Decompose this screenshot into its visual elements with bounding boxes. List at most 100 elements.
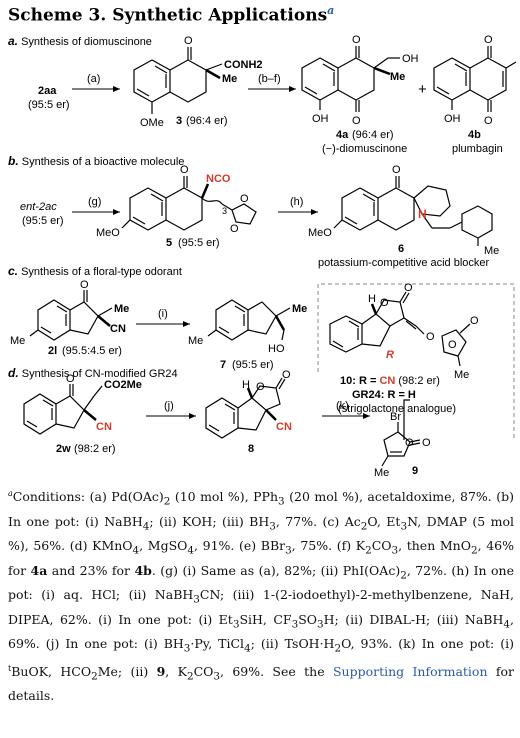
- section-d-heading: d. Synthesis of CN-modified GR24: [8, 366, 178, 380]
- scheme-title: Scheme 3. Synthetic Applicationsa: [8, 4, 334, 26]
- oxygen-atom: O: [240, 193, 249, 205]
- section-letter: b.: [8, 154, 19, 168]
- footnote-text: , 91%. (e) BBr: [194, 538, 286, 554]
- section-d-text: Synthesis of CN-modified GR24: [21, 368, 178, 380]
- methyl-group: Me: [188, 335, 203, 347]
- step-b-f-label: (b–f): [258, 73, 281, 85]
- compound-10-er: (98:2 er): [395, 375, 440, 387]
- nitrile-group: CN: [379, 375, 395, 387]
- step-a-label: (a): [87, 73, 100, 85]
- methyl-group: Me: [374, 467, 389, 479]
- compound-2w-structure: [23, 384, 103, 435]
- footnote-text: , 69%. (j) In one pot: (i) BH: [8, 611, 514, 652]
- footnote-text: ·Py, TiCl: [190, 636, 245, 652]
- compound-4b-name: plumbagin: [452, 143, 503, 155]
- oxygen-atom: O: [484, 34, 493, 46]
- compound-2w-er: (98:2 er): [74, 443, 116, 455]
- phenol-group: OH: [444, 113, 461, 125]
- methoxy-group: MeO: [308, 227, 332, 239]
- methoxy-group: MeO: [96, 227, 120, 239]
- nitrile-group: CN: [96, 421, 112, 433]
- footnote-text: ; (ii) TsOH·H: [250, 636, 335, 652]
- gr24-caption: GR24: R = H: [352, 389, 416, 401]
- footnote-text: SO: [298, 611, 318, 627]
- oxygen-atom: O: [352, 34, 361, 46]
- footnote-text: O, 93%. (k) In one pot: (i): [341, 636, 514, 652]
- compound-9-label: 9: [412, 465, 418, 477]
- footnote-text: for details.: [8, 663, 514, 704]
- hydrogen-atom: H: [368, 293, 376, 305]
- footnote-text: t: [8, 663, 12, 673]
- compound-2aa-label: 2aa: [38, 85, 57, 97]
- compound-2l-label: 2l: [48, 345, 57, 357]
- methoxy-group: OMe: [140, 117, 164, 129]
- nitrile-group: CN: [110, 323, 126, 335]
- gr24-structure: [329, 291, 471, 367]
- oxygen-atom: O: [448, 339, 457, 351]
- compound-ref: 4a: [30, 562, 48, 578]
- bromine-atom: Br: [390, 411, 401, 423]
- section-b-text: Synthesis of a bioactive molecule: [21, 156, 185, 168]
- footnote-text: BuOK, HCO: [11, 663, 92, 679]
- footnote-text: ; (ii) KOH; (iii) BH: [149, 513, 270, 529]
- footnote-text: Conditions: (a) Pd(OAc): [12, 489, 164, 505]
- oxygen-atom: O: [392, 164, 401, 176]
- methyl-group: Me: [390, 71, 405, 83]
- gr24-description: (strigolactone analogue): [338, 403, 456, 415]
- footnote-text: , 46% for: [8, 538, 514, 578]
- compound-5-er: (95:5 er): [178, 237, 220, 249]
- footnote-text: , 77%. (c) Ac: [275, 513, 361, 529]
- compound-10-caption: 10: R = CN (98:2 er): [340, 375, 440, 387]
- section-c-text: Synthesis of a floral-type odorant: [21, 266, 182, 278]
- footnote-marker: a: [327, 4, 335, 17]
- compound-7-er: (95:5 er): [232, 359, 274, 371]
- methyl-group: Me: [484, 245, 499, 257]
- compound-ref: 4b: [134, 562, 152, 578]
- compound-ent-2ac-label: ent-2ac: [20, 201, 57, 213]
- step-k-label: (k): [336, 400, 349, 412]
- section-letter: d.: [8, 366, 19, 380]
- oxygen-atom: O: [422, 437, 431, 449]
- isocyanate-group: NCO: [206, 173, 231, 185]
- footnote-text: Me; (ii): [97, 663, 157, 679]
- compound-ent-2ac-er: (95:5 er): [22, 215, 64, 227]
- oxygen-atom: O: [66, 373, 75, 385]
- footnote-text: , K: [165, 663, 187, 679]
- oxygen-atom: O: [180, 164, 189, 176]
- compound-4a-structure: [301, 46, 400, 112]
- compound-8-structure: [205, 377, 286, 439]
- section-c-heading: c. Synthesis of a floral-type odorant: [8, 264, 182, 278]
- oxygen-atom: O: [184, 35, 193, 47]
- oxygen-atom: O: [404, 282, 413, 294]
- compound-7-label: 7: [220, 359, 226, 371]
- oxygen-atom: O: [80, 279, 89, 291]
- section-a-text: Synthesis of diomuscinone: [21, 36, 152, 48]
- compound-4a-name: (−)-diomuscinone: [322, 143, 407, 155]
- footnote-text: , 72%. (h) In one pot: (i) aq. HCl; (ii)…: [8, 562, 514, 603]
- compound-4b-structure: [433, 46, 517, 112]
- compound-5-structure: [121, 176, 257, 231]
- compound-4a-er: (96:4 er): [352, 129, 394, 141]
- compound-3-label: 3: [176, 115, 182, 127]
- compound-2l-er: (95.5:4.5 er): [62, 345, 122, 357]
- section-letter: c.: [8, 264, 19, 278]
- methyl-group: Me: [10, 335, 25, 347]
- step-g-label: (g): [88, 196, 101, 208]
- footnote-marker: a: [8, 489, 13, 498]
- oxygen-atom: O: [352, 115, 361, 127]
- hydrogen-atom: H: [242, 379, 250, 391]
- compound-5-label: 5: [166, 237, 172, 249]
- footnote-text: , then MnO: [398, 538, 471, 554]
- footnote-text: CO: [193, 663, 214, 679]
- nitrogen-atom: N: [418, 207, 427, 221]
- section-b-heading: b. Synthesis of a bioactive molecule: [8, 154, 184, 168]
- compound-7-structure: [207, 299, 291, 341]
- oxygen-atom: O: [405, 437, 414, 449]
- compound-4a-label: 4a: [336, 129, 349, 141]
- footnote-text: , MgSO: [139, 538, 188, 554]
- footnote-text: , PPh: [244, 489, 279, 505]
- compound-8-label: 8: [248, 443, 254, 455]
- compound-2w-label: 2w: [56, 443, 71, 455]
- nitrile-group: CN: [276, 421, 292, 433]
- supporting-information-link[interactable]: Supporting Information: [332, 663, 488, 679]
